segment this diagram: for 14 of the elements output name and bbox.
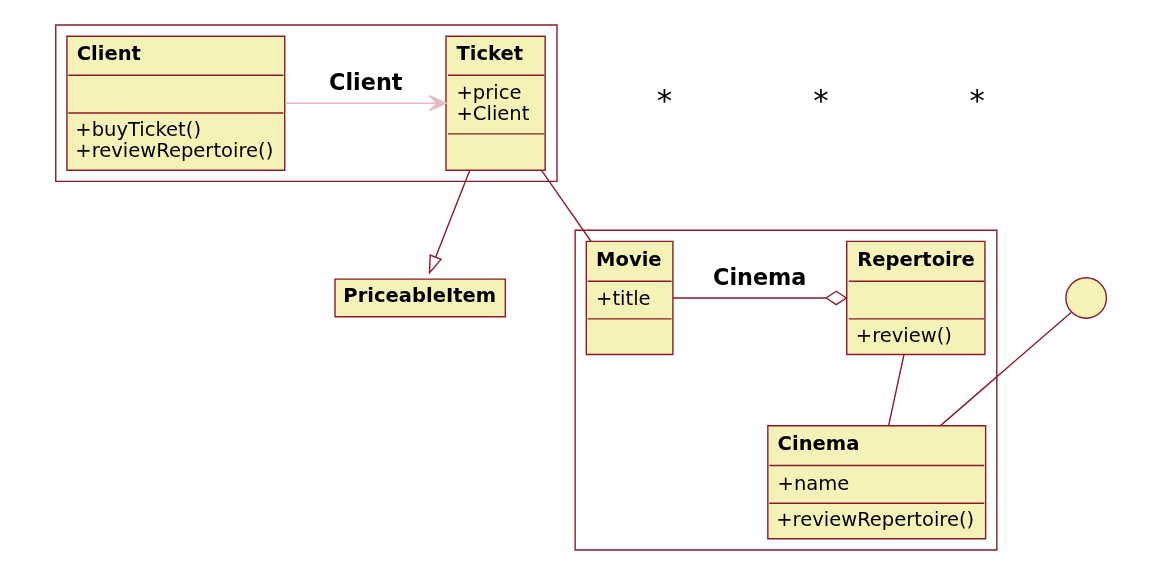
cluster bbox=[55, 24, 558, 183]
connector bbox=[888, 354, 905, 426]
label: * bbox=[969, 82, 985, 119]
arrow bbox=[284, 94, 447, 112]
edge-label: Client bbox=[329, 69, 403, 96]
cluster bbox=[574, 229, 998, 551]
label: * bbox=[813, 82, 829, 119]
edge-label: Cinema bbox=[713, 264, 807, 291]
label: * bbox=[656, 82, 673, 119]
connector bbox=[672, 290, 848, 306]
arrow bbox=[428, 169, 471, 275]
connector bbox=[940, 311, 1072, 427]
node-circle bbox=[1065, 277, 1108, 319]
connector bbox=[541, 169, 592, 242]
